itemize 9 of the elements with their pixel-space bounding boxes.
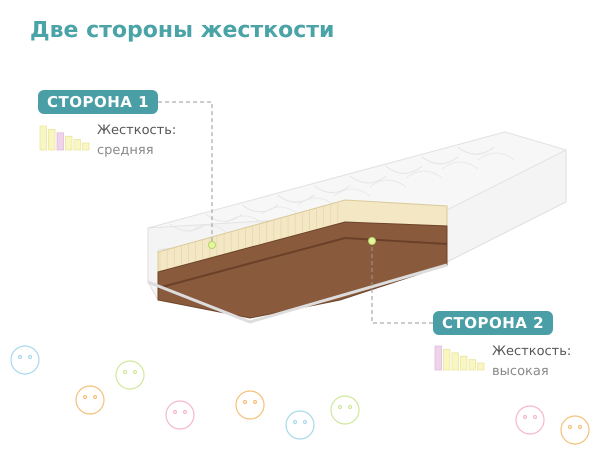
title: Две стороны жесткости [30, 18, 334, 43]
hardness-value: средняя [97, 143, 154, 158]
leader-line [158, 102, 212, 242]
hardness-label: Жесткость: [492, 344, 572, 359]
side-badge: СТОРОНА 1 [38, 90, 158, 114]
hardness-value: высокая [492, 364, 549, 379]
side-badge: СТОРОНА 2 [433, 311, 554, 335]
leader-line [372, 244, 434, 324]
hardness-label: Жесткость: [97, 123, 176, 138]
